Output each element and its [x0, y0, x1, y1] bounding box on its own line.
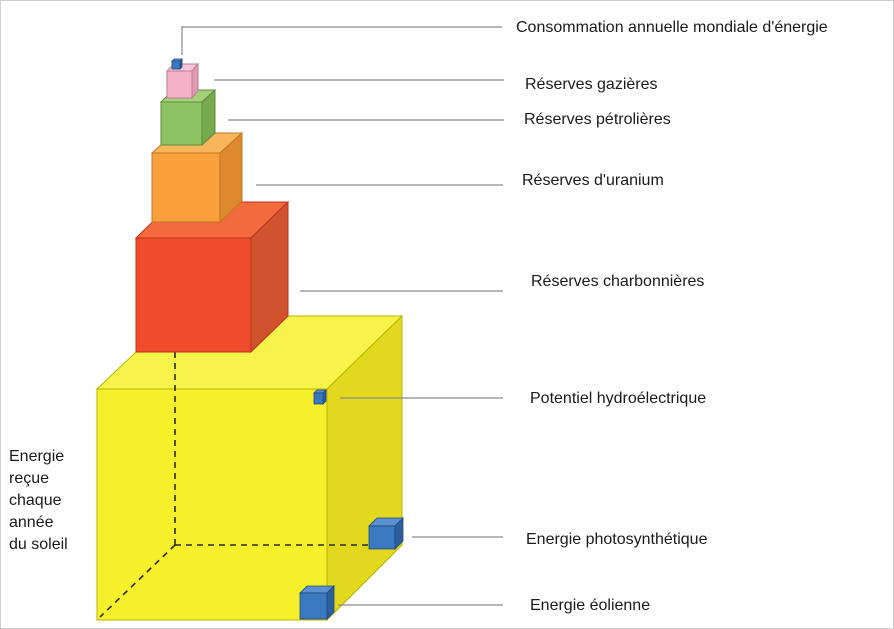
label-soleil: Energie reçue chaque année du soleil — [9, 448, 69, 553]
label-soleil-line: Energie — [9, 448, 64, 465]
leader-consommation — [181, 26, 502, 55]
gas-cube-front — [166, 70, 193, 99]
uranium-cube-front — [151, 152, 221, 223]
coal-reserves-cube — [134, 200, 290, 354]
label-soleil-line: du soleil — [9, 536, 68, 553]
photosynthetic-energy-cube — [368, 517, 404, 550]
coal-cube-front — [135, 237, 252, 353]
label-uranium: Réserves d'uranium — [522, 172, 664, 189]
sun-cube-front — [96, 388, 328, 621]
label-soleil-line: année — [9, 514, 54, 531]
label-consommation: Consommation annuelle mondiale d'énergie — [516, 19, 828, 36]
label-soleil-line: chaque — [9, 492, 62, 509]
uranium-reserves-cube — [150, 131, 244, 224]
label-charbon: Réserves charbonnières — [531, 273, 704, 290]
label-hydro: Potentiel hydroélectrique — [530, 390, 706, 407]
annual-consumption-cube — [171, 58, 183, 70]
hydro-potential-cube — [313, 389, 327, 405]
wind-energy-cube — [299, 585, 335, 620]
label-gaz: Réserves gazières — [525, 76, 658, 93]
sun-energy-cube — [95, 314, 404, 622]
label-petrole: Réserves pétrolières — [524, 111, 671, 128]
label-eolien: Energie éolienne — [530, 597, 650, 614]
label-soleil-line: reçue — [9, 470, 49, 487]
oil-cube-front — [160, 101, 203, 146]
label-photo: Energie photosynthétique — [526, 531, 708, 548]
